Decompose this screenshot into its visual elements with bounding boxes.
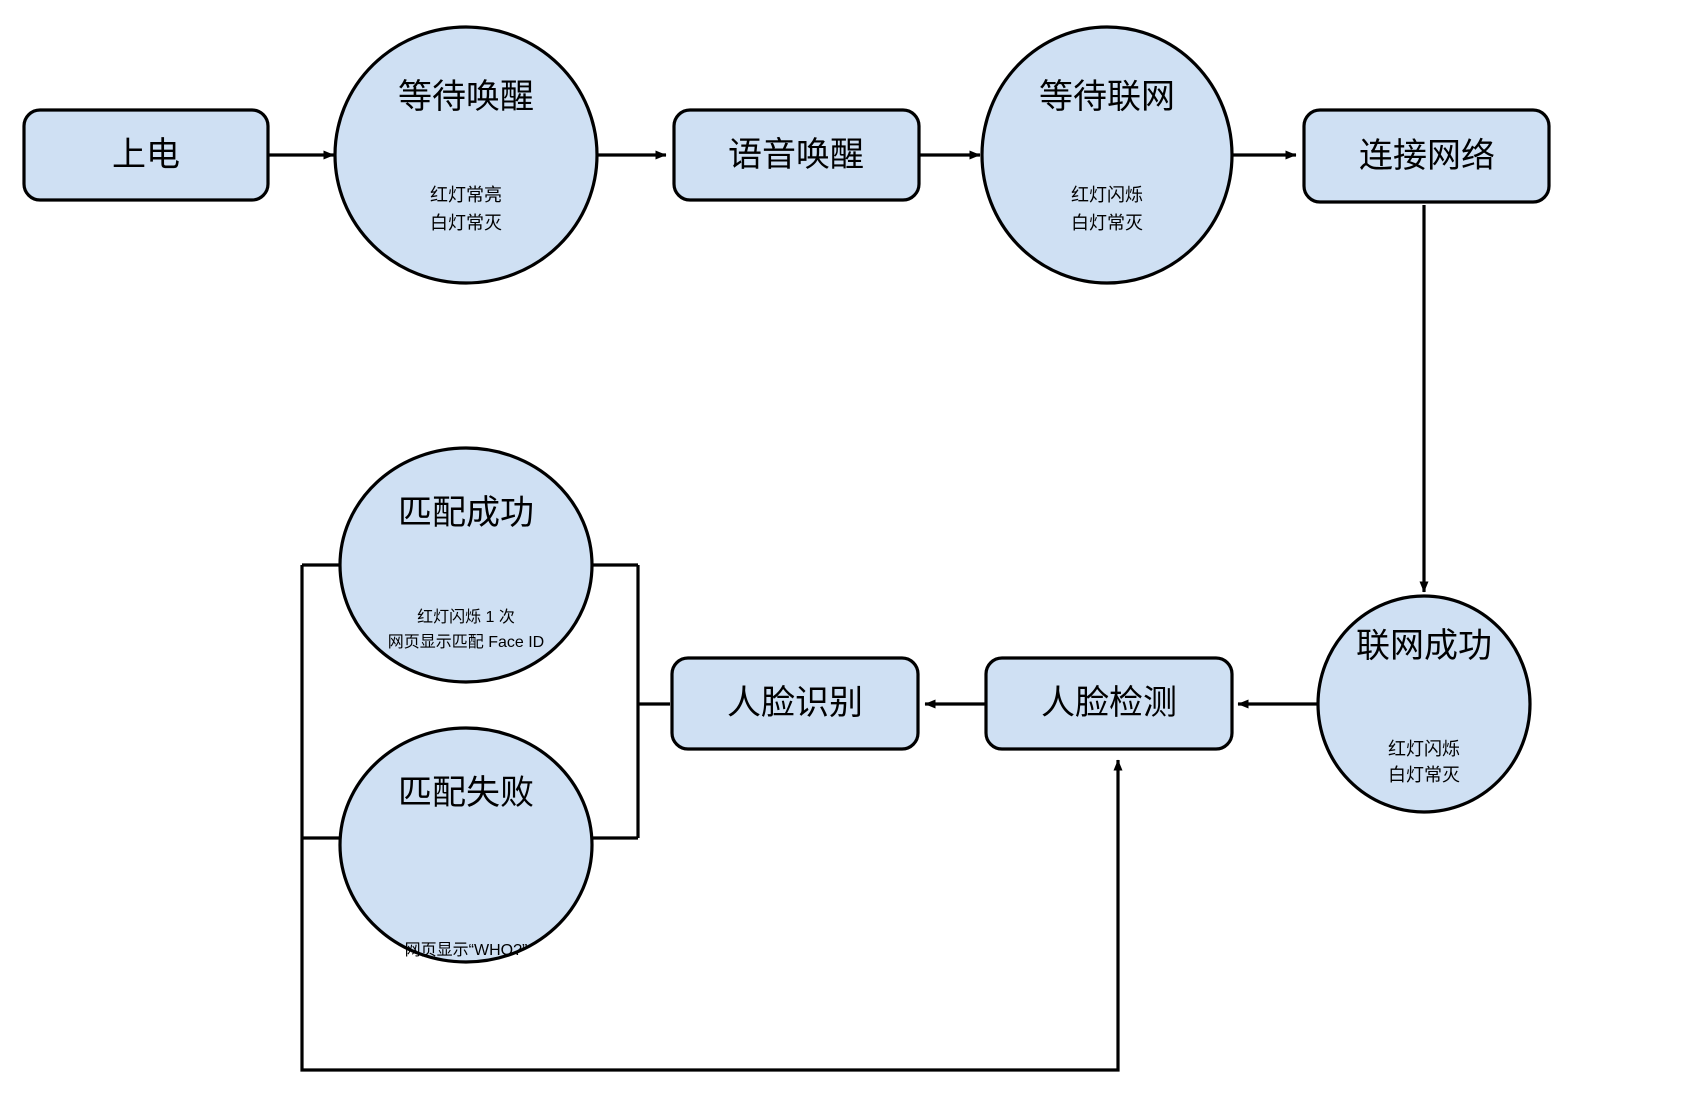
match-success-sub-2: 网页显示匹配 Face ID [388, 633, 544, 651]
wait-wake-shape-outline [333, 25, 599, 285]
edge-face-recognize-bracket [636, 565, 670, 838]
wait-wake-shape-fill [335, 27, 597, 283]
node-voice-wake[interactable]: 语音唤醒 [672, 108, 921, 202]
match-success-shape-fill [340, 448, 592, 682]
match-success-shape-outline [338, 446, 594, 684]
voice-wake-label: 语音唤醒 [728, 136, 864, 174]
match-fail-sub-1: 网页显示“WHO?” [405, 942, 528, 959]
wait-network-shape-outline [980, 25, 1234, 285]
node-connect-network[interactable]: 连接网络 [1302, 108, 1551, 204]
wait-network-label: 等待联网 [1039, 78, 1175, 116]
node-match-fail[interactable]: 匹配失败 网页显示“WHO?” [338, 726, 594, 964]
match-fail-shape-outline [338, 726, 594, 964]
face-recognize-label: 人脸识别 [727, 684, 863, 722]
node-face-detect[interactable]: 人脸检测 [984, 656, 1234, 751]
match-fail-shape-fill [340, 728, 592, 962]
face-recognize-shape-outline [670, 656, 920, 751]
face-detect-label: 人脸检测 [1041, 684, 1177, 722]
face-detect-shape-fill [986, 658, 1232, 749]
match-fail-label: 匹配失败 [398, 774, 534, 812]
node-network-success[interactable]: 联网成功 红灯闪烁 白灯常灭 [1316, 594, 1532, 814]
node-wait-wake[interactable]: 等待唤醒 红灯常亮 白灯常灭 [333, 25, 599, 285]
connect-network-shape-outline [1302, 108, 1551, 204]
power-on-shape-fill [24, 110, 268, 200]
match-success-sub-1: 红灯闪烁 1 次 [417, 608, 515, 626]
power-on-label: 上电 [112, 136, 180, 174]
wait-wake-sub-2: 白灯常灭 [430, 213, 502, 233]
network-success-shape-fill [1318, 596, 1530, 812]
connect-network-label: 连接网络 [1359, 137, 1495, 175]
edge-match-fail-to-face-detect-loop [300, 759, 1123, 1072]
node-face-recognize[interactable]: 人脸识别 [670, 656, 920, 751]
voice-wake-shape-fill [674, 110, 919, 200]
network-success-sub-1: 红灯闪烁 [1388, 739, 1460, 759]
wait-network-sub-2: 白灯常灭 [1071, 213, 1143, 233]
match-success-label: 匹配成功 [398, 494, 534, 532]
wait-network-shape-fill [982, 27, 1232, 283]
wait-network-sub-1: 红灯闪烁 [1071, 185, 1143, 205]
wait-wake-sub-1: 红灯常亮 [430, 185, 502, 205]
wait-wake-label: 等待唤醒 [398, 78, 534, 116]
node-match-success[interactable]: 匹配成功 红灯闪烁 1 次 网页显示匹配 Face ID [338, 446, 594, 684]
network-success-shape-outline [1316, 594, 1532, 814]
node-layer: 上电 等待唤醒 红灯常亮 白灯常灭 语音唤醒 等待联网 红灯闪烁 [22, 25, 1551, 964]
power-on-shape-outline [22, 108, 270, 202]
node-power-on[interactable]: 上电 [22, 108, 270, 202]
face-detect-shape-outline [984, 656, 1234, 751]
network-success-sub-2: 白灯常灭 [1388, 765, 1460, 785]
voice-wake-shape-outline [672, 108, 921, 202]
face-recognize-shape-fill [672, 658, 918, 749]
node-wait-network[interactable]: 等待联网 红灯闪烁 白灯常灭 [980, 25, 1234, 285]
connect-network-shape-fill [1304, 110, 1549, 202]
network-success-label: 联网成功 [1356, 627, 1492, 665]
